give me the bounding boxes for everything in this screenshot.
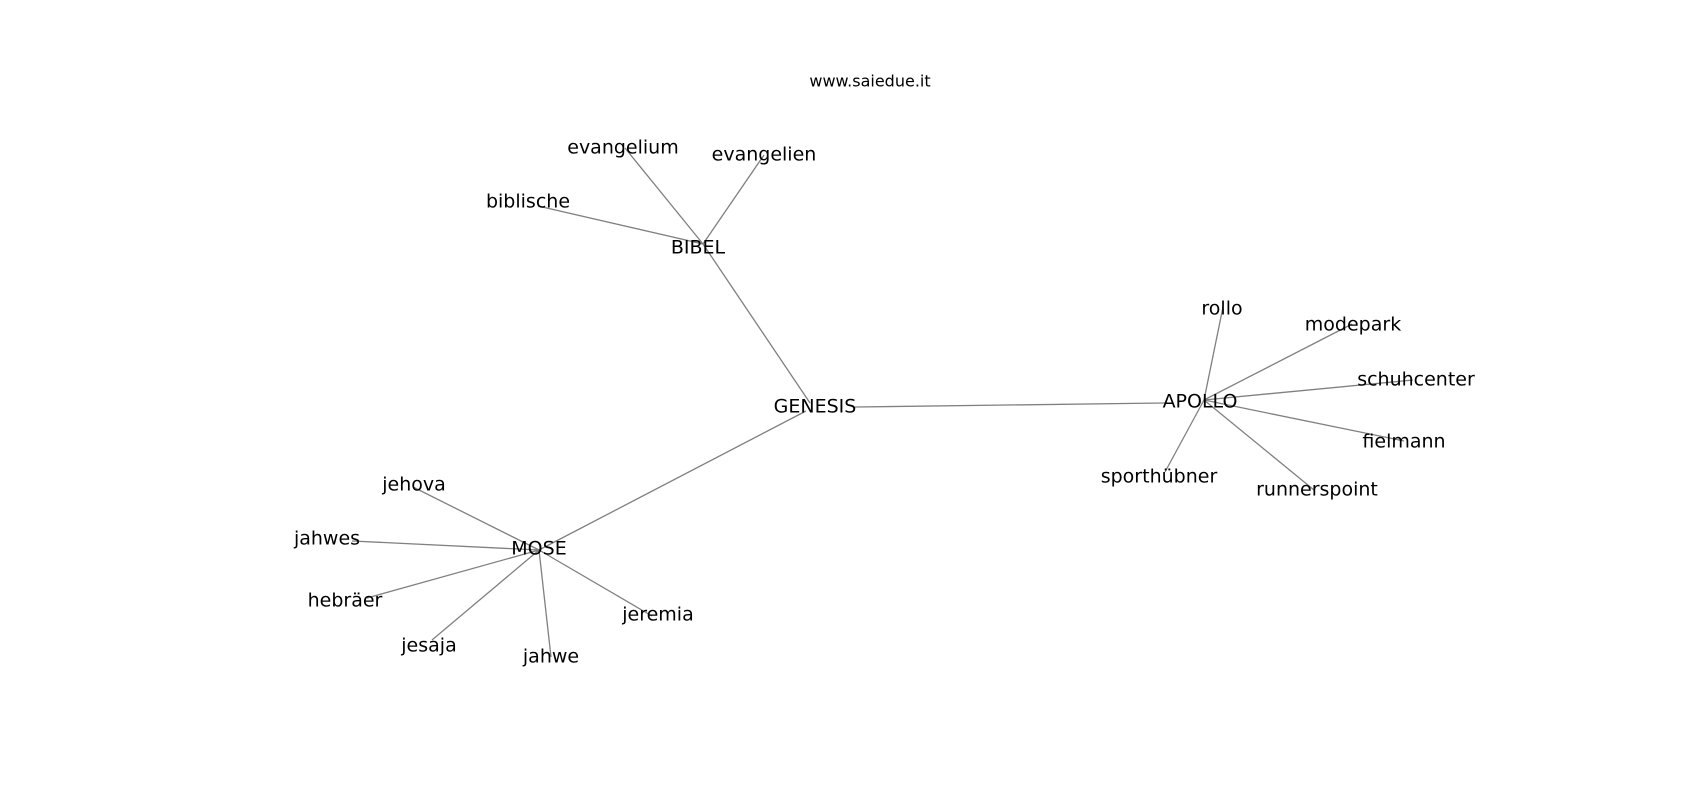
- edge-mose-jahwes: [351, 540, 540, 551]
- node-label-biblische: biblische: [486, 191, 570, 213]
- node-label-jahwes: jahwes: [293, 528, 360, 550]
- edge-mose-jeremia: [538, 549, 653, 617]
- node-label-apollo: APOLLO: [1163, 391, 1238, 413]
- edge-bibel-evangelium: [624, 147, 704, 245]
- node-label-schuhcenter: schuhcenter: [1357, 369, 1475, 391]
- node-label-modepark: modepark: [1305, 314, 1401, 336]
- node-label-evangelien: evangelien: [712, 144, 817, 166]
- node-label-sporthuebner: sporthübner: [1101, 466, 1218, 488]
- node-label-jesaja: jesaja: [400, 635, 456, 657]
- node-label-bibel: BIBEL: [671, 237, 726, 259]
- edge-apollo-rollo: [1203, 306, 1224, 401]
- edge-apollo-runnerspoint: [1203, 399, 1315, 491]
- node-label-jehova: jehova: [381, 474, 446, 496]
- edge-apollo-modepark: [1203, 323, 1353, 401]
- node-label-layer: GENESIS BIBEL MOSE APOLLO evangelium evangeli…: [293, 137, 1475, 668]
- edge-mose-jahwe: [538, 549, 552, 658]
- edge-bibel-biblische: [537, 205, 704, 245]
- edge-apollo-schuhcenter: [1203, 379, 1414, 401]
- node-label-jeremia: jeremia: [621, 604, 693, 626]
- node-label-hebraeer: hebräer: [308, 590, 383, 612]
- edge-genesis-mose: [538, 410, 807, 551]
- node-label-fielmann: fielmann: [1362, 431, 1445, 453]
- node-label-rollo: rollo: [1201, 298, 1242, 320]
- edge-mose-hebraeer: [366, 549, 540, 599]
- edge-apollo-fielmann: [1203, 399, 1405, 442]
- node-label-genesis: GENESIS: [774, 396, 857, 418]
- node-label-jahwe: jahwe: [522, 646, 579, 668]
- edge-mose-jesaja: [431, 549, 540, 641]
- node-label-mose: MOSE: [511, 538, 566, 560]
- edge-genesis-apollo: [854, 402, 1166, 408]
- edge-apollo-sporthuebner: [1164, 399, 1205, 473]
- node-label-evangelium: evangelium: [567, 137, 678, 159]
- watermark-text: www.saiedue.it: [809, 72, 930, 91]
- node-label-runnerspoint: runnerspoint: [1256, 479, 1378, 501]
- edge-layer: [351, 147, 1414, 658]
- edge-mose-jehova: [412, 486, 540, 551]
- edge-bibel-evangelien: [702, 154, 765, 245]
- edge-genesis-bibel: [702, 243, 811, 404]
